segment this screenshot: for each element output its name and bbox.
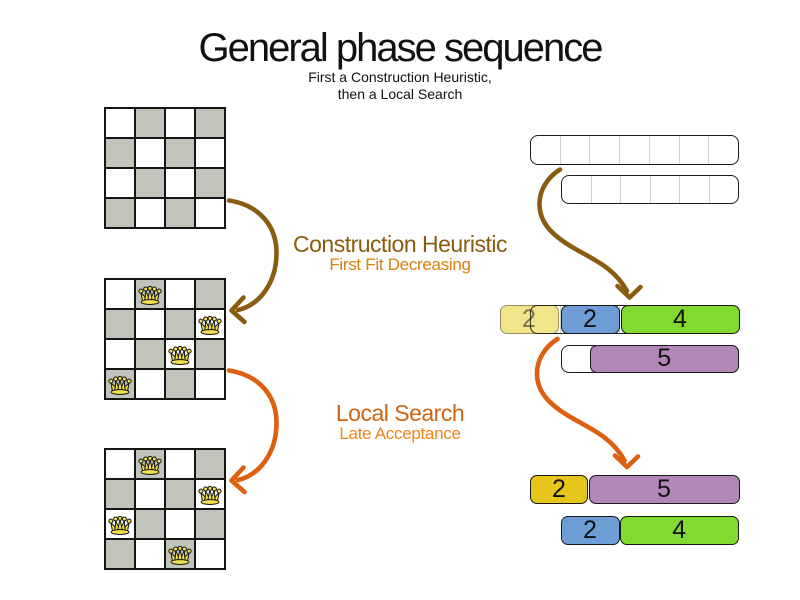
bin-empty-row-1 xyxy=(530,135,739,165)
board-cell xyxy=(134,197,166,229)
board-cell xyxy=(104,308,136,340)
local-search-arrow-bins-head xyxy=(612,453,641,470)
board-cell xyxy=(194,368,226,400)
queen-icon xyxy=(138,455,162,476)
ch-row1-item-green-4: 4 xyxy=(620,304,740,334)
bin-cell xyxy=(562,176,592,203)
board-cell xyxy=(194,167,226,199)
ch-row1-ghost-item-yellow-2: 2 xyxy=(499,304,559,334)
ch-row1-item-blue-2: 2 xyxy=(560,304,620,334)
queen-icon xyxy=(168,545,192,566)
board-cell xyxy=(104,338,136,370)
construction-heuristic-arrow-bins-curve xyxy=(537,167,630,294)
ch-row1-container-border-overlay xyxy=(530,304,559,334)
board-cell xyxy=(134,137,166,169)
board-cell xyxy=(164,137,196,169)
bin-cell xyxy=(590,136,621,164)
bin-cell xyxy=(562,345,592,372)
bin-cell xyxy=(680,176,710,203)
bin-cell xyxy=(590,305,621,333)
board-cell xyxy=(104,167,136,199)
board-cell xyxy=(134,538,166,570)
board-cell xyxy=(134,167,166,199)
bin-empty-row-2 xyxy=(561,175,739,204)
bin-cell xyxy=(680,136,710,164)
bin-cell xyxy=(621,176,651,203)
first-fit-decreasing-label: First Fit Decreasing xyxy=(329,255,471,274)
board-cell xyxy=(194,197,226,229)
ch-row2-item-purple-5: 5 xyxy=(589,344,739,373)
board-cell xyxy=(194,448,226,480)
board-cell xyxy=(164,278,196,310)
bin-cell xyxy=(650,136,680,164)
board-cell xyxy=(194,137,226,169)
local-search-arrow-boards-curve xyxy=(226,368,279,483)
board-cell xyxy=(164,167,196,199)
board-cell xyxy=(194,508,226,540)
construction-heuristic-label: Construction Heuristic xyxy=(293,231,507,257)
board-cell xyxy=(104,538,136,570)
construction-heuristic-arrow-boards-head xyxy=(229,295,247,325)
ls-row1-item-yellow-2: 2 xyxy=(530,474,588,504)
board-cell xyxy=(194,278,226,310)
subtitle-line-1: First a Construction Heuristic, xyxy=(308,68,492,85)
board-cell xyxy=(134,107,166,139)
board-cell xyxy=(164,448,196,480)
queen-icon xyxy=(168,345,192,366)
local-search-arrow-bins xyxy=(534,336,641,470)
board-cell xyxy=(134,338,166,370)
construction-heuristic-arrow-bins xyxy=(537,167,643,300)
queen-icon xyxy=(198,315,222,336)
board-cell xyxy=(104,278,136,310)
board-cell xyxy=(134,478,166,510)
board-cell xyxy=(164,478,196,510)
board-cell xyxy=(164,107,196,139)
ls-row2-item-green-4: 4 xyxy=(620,515,739,545)
board-cell xyxy=(104,197,136,229)
board-cell xyxy=(134,508,166,540)
queen-icon xyxy=(108,515,132,536)
bin-cell xyxy=(651,176,680,203)
queen-icon xyxy=(198,485,222,506)
board-cell xyxy=(104,107,136,139)
local-search-arrow-bins-curve xyxy=(534,336,627,463)
board-cell xyxy=(104,478,136,510)
bin-cell xyxy=(531,305,561,333)
board-cell xyxy=(164,368,196,400)
board-cell xyxy=(134,308,166,340)
board-cell xyxy=(164,308,196,340)
board-cell xyxy=(164,508,196,540)
diagram-title: General phase sequence xyxy=(198,25,604,70)
nqueens-board-after-construction xyxy=(104,278,226,400)
bin-cell xyxy=(710,176,739,203)
local-search-arrow-boards-head xyxy=(229,465,247,495)
construction-heuristic-arrow-boards xyxy=(226,198,279,325)
queen-icon xyxy=(138,285,162,306)
board-cell xyxy=(134,368,166,400)
construction-heuristic-arrow-boards-curve xyxy=(226,198,279,313)
board-cell xyxy=(164,197,196,229)
queen-icon xyxy=(108,375,132,396)
nqueens-board-after-local-search xyxy=(104,448,226,570)
board-cell xyxy=(194,107,226,139)
ls-row1-item-purple-5: 5 xyxy=(588,474,740,504)
board-cell xyxy=(104,448,136,480)
board-cell xyxy=(194,538,226,570)
bin-cell xyxy=(709,136,738,164)
bin-cell xyxy=(592,176,621,203)
nqueens-board-initial xyxy=(104,107,226,229)
construction-heuristic-arrow-bins-head xyxy=(615,283,643,300)
bin-cell xyxy=(561,136,591,164)
board-cell xyxy=(194,338,226,370)
late-acceptance-label: Late Acceptance xyxy=(339,424,461,443)
bin-cell xyxy=(620,136,650,164)
subtitle-line-2: then a Local Search xyxy=(337,85,463,102)
board-cell xyxy=(104,137,136,169)
local-search-arrow-boards xyxy=(226,368,279,495)
local-search-label: Local Search xyxy=(335,400,465,426)
bin-cell xyxy=(531,136,561,164)
ls-row2-item-blue-2: 2 xyxy=(560,515,620,545)
diagram-subtitle: First a Construction Heuristic, then a L… xyxy=(0,69,800,103)
